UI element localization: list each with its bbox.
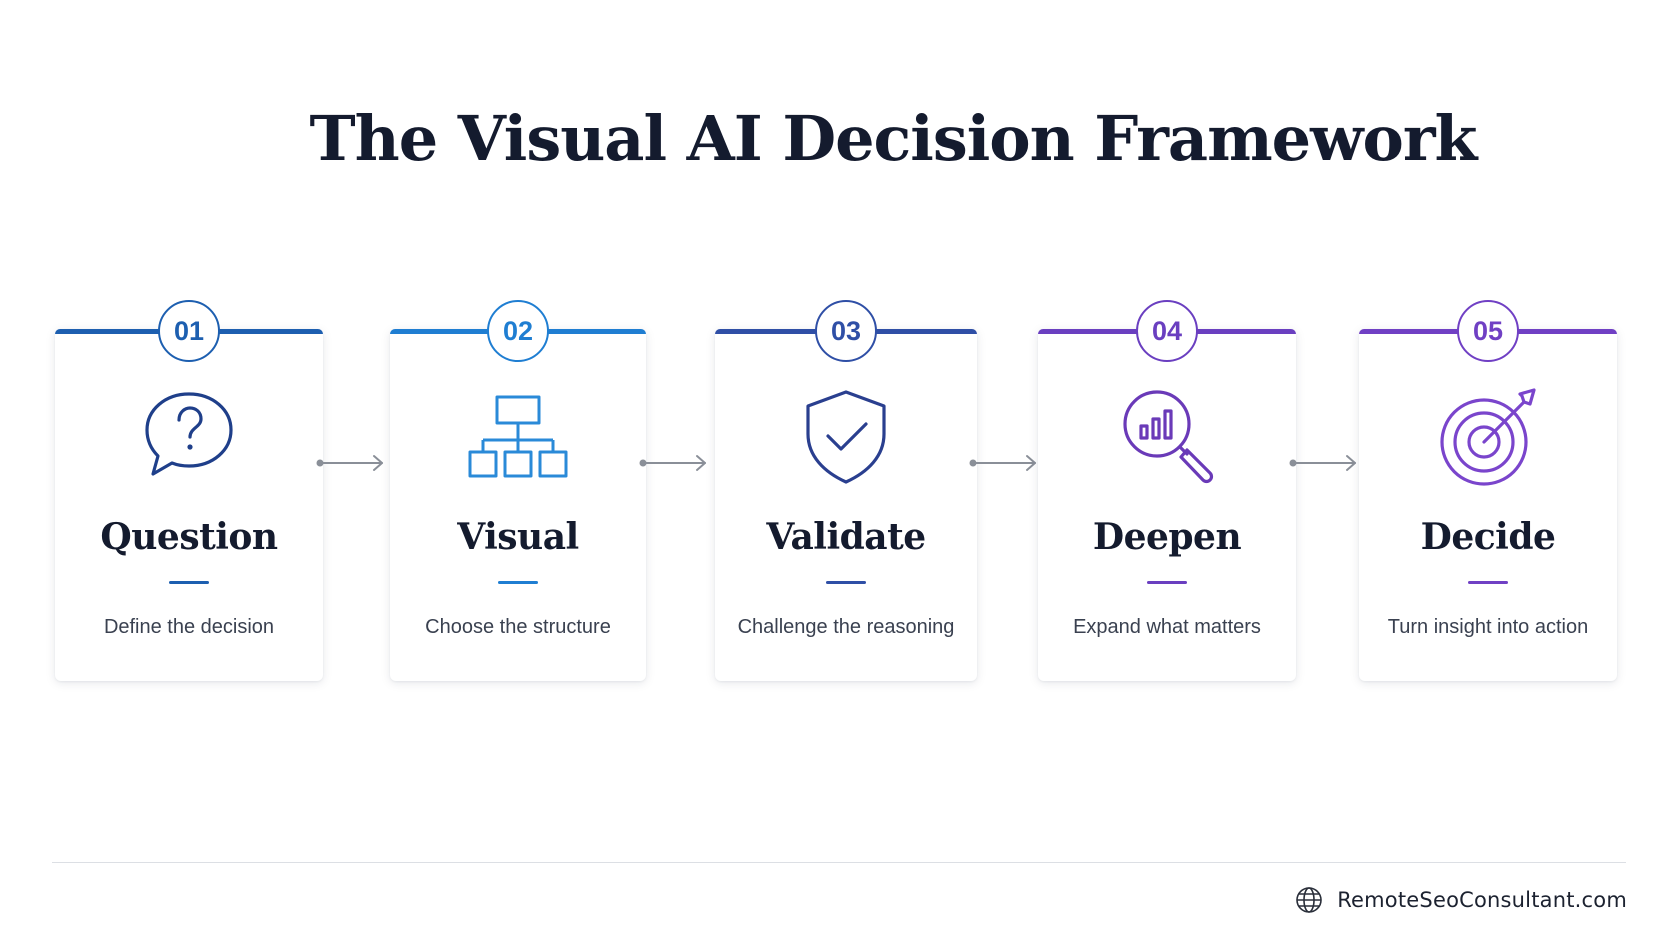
flow-arrow [1289, 453, 1359, 473]
shield-check-icon [794, 384, 898, 488]
step-description: Challenge the reasoning [737, 616, 955, 638]
step-description: Choose the structure [425, 616, 611, 638]
step-card-decide: 05 Decide Turn insight into action [1359, 300, 1617, 681]
step-number-badge: 03 [815, 300, 877, 362]
step-title: Deepen [1092, 516, 1242, 558]
step-number-badge: 04 [1136, 300, 1198, 362]
step-title: Visual [457, 516, 579, 558]
step-title: Validate [766, 516, 926, 558]
step-card-question: 01 Question Define the decision [55, 300, 323, 681]
magnifier-chart-icon [1115, 384, 1219, 488]
step-title: Decide [1420, 516, 1556, 558]
flow-arrow [316, 453, 386, 473]
flow-arrow [969, 453, 1039, 473]
globe-icon [1295, 886, 1323, 914]
step-underline [498, 581, 538, 584]
step-title: Question [100, 516, 278, 558]
step-underline [1147, 581, 1187, 584]
footer: RemoteSeoConsultant.com [1295, 886, 1627, 914]
page-title: The Visual AI Decision Framework [309, 102, 1478, 175]
step-card-visual: 02 Visual Choose the structure [390, 300, 646, 681]
step-number-badge: 05 [1457, 300, 1519, 362]
step-underline [826, 581, 866, 584]
footer-divider [52, 862, 1626, 863]
footer-website-link[interactable]: RemoteSeoConsultant.com [1337, 888, 1627, 912]
flow-arrow [639, 453, 709, 473]
hierarchy-icon [466, 384, 570, 488]
step-description: Define the decision [103, 616, 275, 638]
step-description: Expand what matters [1073, 616, 1261, 638]
step-number-badge: 01 [158, 300, 220, 362]
step-card-validate: 03 Validate Challenge the reasoning [715, 300, 977, 681]
step-underline [169, 581, 209, 584]
question-bubble-icon [137, 384, 241, 488]
step-description: Turn insight into action [1387, 616, 1589, 638]
step-underline [1468, 581, 1508, 584]
step-number-badge: 02 [487, 300, 549, 362]
step-card-deepen: 04 Deepen Expand what matters [1038, 300, 1296, 681]
target-arrow-icon [1436, 384, 1540, 488]
